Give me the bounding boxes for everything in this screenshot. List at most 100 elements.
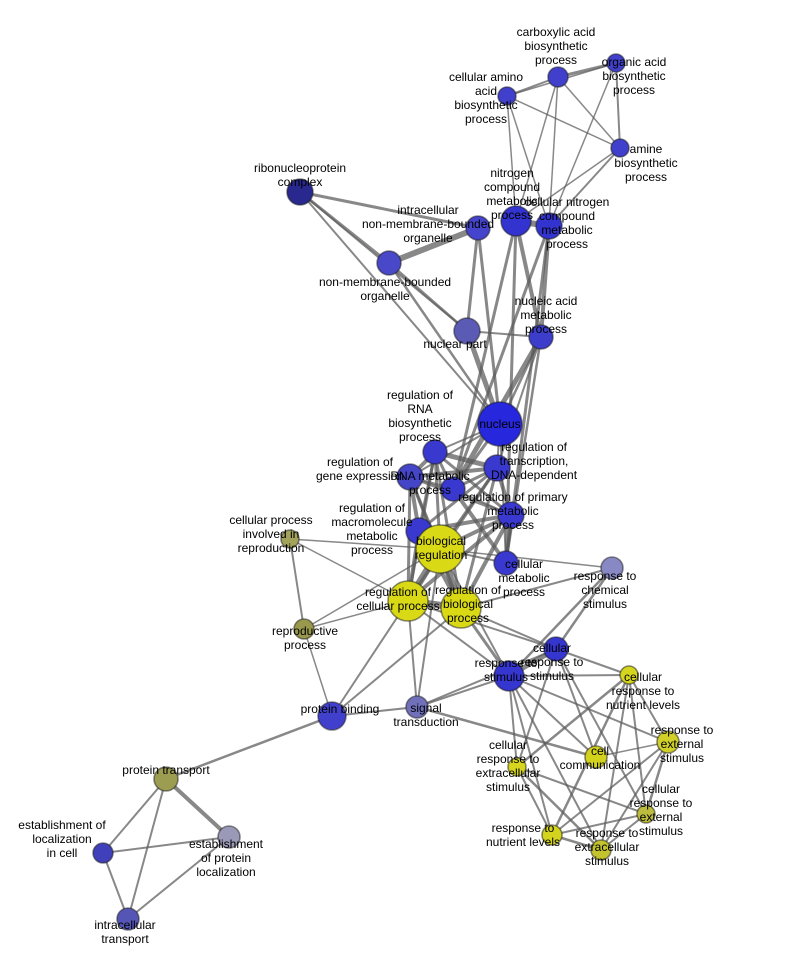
node-label-nucleus: nucleus	[479, 417, 520, 431]
graph-edge	[289, 538, 409, 602]
graph-edge	[516, 648, 557, 768]
node-cell-resp[interactable]: cellular response to stimulus	[543, 636, 569, 662]
graph-edge	[407, 600, 557, 650]
node-reg-tx[interactable]: regulation of transcription, DNA-depende…	[483, 454, 511, 482]
graph-edge	[416, 675, 510, 708]
node-carboxylic[interactable]: carboxylic acid biosynthetic process	[547, 66, 569, 88]
node-cell-resp-extra[interactable]: cellular response to extracellular stimu…	[507, 757, 527, 777]
graph-edge	[555, 648, 597, 758]
graph-edge	[515, 765, 603, 852]
node-reg-gene[interactable]: regulation of gene expression	[396, 463, 424, 491]
graph-edge	[416, 648, 557, 708]
graph-edge	[557, 76, 621, 149]
graph-edge	[555, 648, 630, 676]
node-prot-trans[interactable]: protein transport	[153, 766, 179, 792]
graph-edge	[433, 450, 513, 517]
graph-edge	[516, 766, 553, 836]
graph-edge	[102, 778, 167, 854]
graph-edge	[460, 567, 613, 609]
graph-edge	[600, 674, 630, 851]
graph-edge	[554, 566, 614, 651]
graph-edge	[516, 766, 647, 815]
node-nitrogen[interactable]: nitrogen compound metabolic process	[500, 205, 532, 237]
node-layer: carboxylic acid biosynthetic process orga…	[92, 53, 680, 931]
node-resp-extra[interactable]: response to extracellular stimulus	[590, 839, 612, 861]
node-label-prot-bind: protein binding	[301, 702, 380, 716]
graph-edge	[548, 76, 559, 227]
graph-edge	[506, 95, 550, 227]
node-organic[interactable]: organic acid biosynthetic process	[606, 53, 626, 73]
graph-edge	[289, 538, 305, 630]
node-cell-resp-nutr[interactable]: cellular response to nutrient levels	[619, 665, 639, 685]
graph-edge	[628, 674, 647, 815]
node-repro[interactable]: reproductive process	[293, 618, 315, 640]
node-amine[interactable]: amine biosynthetic process	[610, 138, 630, 158]
graph-edge	[515, 147, 621, 222]
graph-edge	[102, 836, 230, 854]
graph-edge	[387, 261, 502, 426]
graph-edge	[415, 705, 598, 759]
node-prot-bind[interactable]: protein binding	[317, 701, 347, 731]
graph-edge	[515, 673, 631, 769]
node-rna-met[interactable]: RNA metabolic process	[440, 476, 466, 502]
node-cpir[interactable]: cellular process involved in reproductio…	[280, 529, 300, 549]
graph-edge	[551, 813, 647, 836]
graph-edge	[506, 95, 517, 222]
node-resp-nutr[interactable]: response to nutrient levels	[541, 824, 563, 846]
node-cell-nitrogen[interactable]: cellular nitrogen compound metabolic pro…	[535, 212, 563, 240]
graph-edge	[476, 226, 502, 426]
node-cell-met[interactable]: cellular metabolic process	[493, 550, 519, 576]
graph-edge	[164, 714, 334, 781]
node-cell-resp-ext[interactable]: cellular response to external stimulus	[636, 804, 656, 824]
node-cell-comm[interactable]: cell communication	[584, 745, 608, 769]
graph-edge	[331, 607, 462, 717]
edge-layer	[102, 61, 670, 920]
node-intra-organelle[interactable]: intracellular non-membrane-bounded organ…	[465, 215, 491, 241]
graph-edge	[298, 190, 480, 230]
node-resp-chem[interactable]: response to chemical stimulus	[600, 556, 624, 580]
node-est-prot-loc[interactable]: establishment of protein localization	[217, 825, 241, 849]
node-signal[interactable]: signal transduction	[405, 695, 429, 719]
graph-edge	[644, 740, 670, 816]
node-nuclear-part[interactable]: nuclear part	[453, 317, 481, 345]
graph-edge	[508, 674, 630, 677]
node-amino[interactable]: cellular amino acid biosynthetic process	[497, 86, 517, 106]
node-nucleic[interactable]: nucleic acid metabolic process	[528, 324, 554, 350]
node-est-loc-cell[interactable]: establishment of localization in cell	[92, 842, 114, 864]
node-reg-rna[interactable]: regulation of RNA biosynthetic process	[422, 439, 448, 465]
node-nucleus[interactable]: nucleus	[477, 401, 523, 447]
node-intra-trans[interactable]: intracellular transport	[116, 907, 140, 931]
node-organelle[interactable]: non-membrane-bounded organelle	[376, 250, 402, 276]
graph-edge	[127, 778, 167, 920]
node-reg-primary[interactable]: regulation of primary metabolic process	[497, 501, 525, 529]
node-reg-bio[interactable]: regulation of biological process	[440, 587, 482, 629]
graph-edge	[127, 836, 230, 920]
node-resp-ext[interactable]: response to external stimulus	[656, 730, 680, 754]
graph-edge	[387, 261, 469, 333]
node-resp-stim[interactable]: response to stimulus	[493, 660, 525, 692]
node-reg-cell[interactable]: regulation of cellular process	[387, 580, 429, 622]
node-rnp[interactable]: ribonucleoprotein complex	[286, 178, 314, 206]
node-bio-reg[interactable]: biological regulation	[415, 524, 465, 574]
